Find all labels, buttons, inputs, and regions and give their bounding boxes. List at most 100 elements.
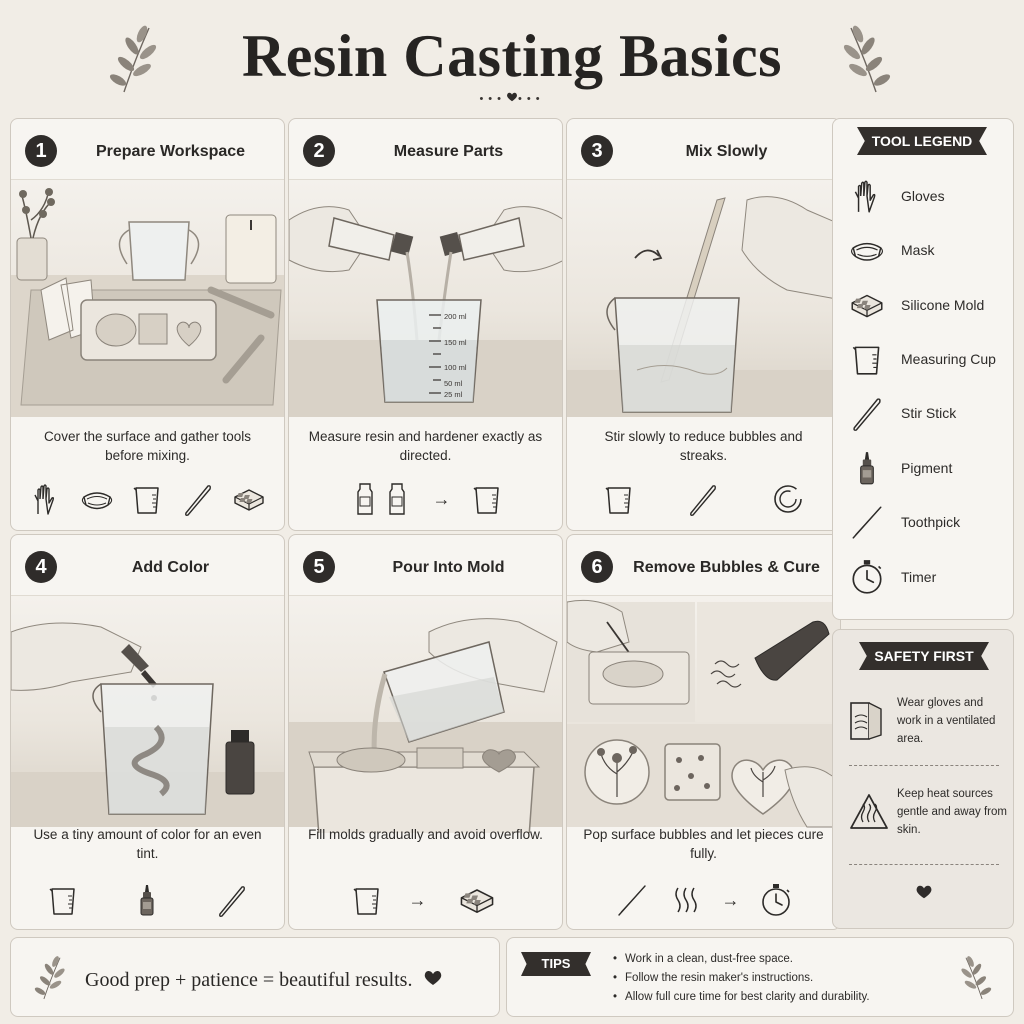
- cup-icon: [601, 481, 637, 517]
- tip-item: Work in a clean, dust-free space.: [613, 950, 870, 969]
- page-title: Resin Casting Basics: [241, 23, 783, 89]
- heart-icon: [423, 968, 443, 988]
- mold-icon: [847, 286, 887, 324]
- legend-item-gloves: Gloves: [847, 176, 1012, 216]
- step-description: Fill molds gradually and avoid overflow.: [308, 827, 543, 842]
- heat-icon: [668, 882, 704, 918]
- step-title: Mix Slowly: [685, 143, 768, 160]
- mold-icon: [451, 880, 503, 920]
- safety-item-ventilation: Wear gloves and work in a ventilated are…: [847, 694, 1007, 748]
- step-tool-icons: [21, 880, 274, 920]
- legend-label: Measuring Cup: [901, 351, 996, 367]
- step-illustration-measure: 200 ml 150 ml 100 ml 50 ml 25 ml: [289, 179, 562, 417]
- hardener-bottle-icon: [379, 481, 415, 517]
- legend-label: Timer: [901, 569, 937, 585]
- title-ornament: ••••••: [479, 93, 545, 105]
- legend-label: Stir Stick: [901, 405, 957, 421]
- step-tool-icons: →: [577, 880, 830, 920]
- stick-icon: [847, 394, 887, 432]
- step-number: 2: [303, 135, 335, 167]
- step-illustration-cure: [567, 595, 840, 828]
- window-icon: [850, 702, 882, 740]
- tip-item: Follow the resin maker's instructions.: [613, 969, 870, 988]
- safety-text: Keep heat sources gentle and away from s…: [897, 788, 1007, 836]
- step-description: Cover the surface and gather tools befor…: [43, 429, 252, 463]
- step-description: Stir slowly to reduce bubbles and streak…: [604, 429, 803, 463]
- step-illustration-pour: [289, 595, 562, 833]
- step-description: Use a tiny amount of color for an even t…: [33, 827, 262, 861]
- tool-legend-panel: TOOL LEGEND Gloves Mask Silicone Mold Me…: [832, 118, 1014, 620]
- legend-label: Pigment: [901, 460, 953, 476]
- timer-icon: [758, 882, 794, 918]
- step-card-3: 3 Mix Slowly Stir slowly to reduce bubbl…: [566, 118, 841, 531]
- mold-icon: [231, 481, 267, 517]
- cup-icon: [469, 481, 505, 517]
- mask-icon: [847, 231, 887, 269]
- step-card-5: 5 Pour Into Mold Fill molds gradually an…: [288, 534, 563, 930]
- tips-panel: TIPS Work in a clean, dust-free space. F…: [506, 937, 1014, 1017]
- step-tool-icons: →: [299, 880, 552, 920]
- resin-bottle-icon: [347, 481, 383, 517]
- sprig-icon: [31, 948, 71, 1006]
- divider: [849, 864, 999, 865]
- step-card-2: 2 Measure Parts 200 ml 150 ml 100 ml 50 …: [288, 118, 563, 531]
- cup-icon: [349, 882, 385, 918]
- step-title: Measure Parts: [393, 143, 504, 160]
- divider: [849, 765, 999, 766]
- step-number: 4: [25, 551, 57, 583]
- step-illustration-workspace: [11, 179, 284, 417]
- step-title: Pour Into Mold: [392, 559, 505, 576]
- timer-icon: [847, 558, 887, 596]
- sprig-icon: [955, 948, 995, 1006]
- step-number: 3: [581, 135, 613, 167]
- legend-label: Gloves: [901, 188, 945, 204]
- step-description: Pop surface bubbles and let pieces cure …: [583, 827, 824, 861]
- tips-list: Work in a clean, dust-free space. Follow…: [613, 950, 870, 1007]
- step-illustration-color: [11, 595, 284, 827]
- safety-panel: SAFETY FIRST Wear gloves and work in a v…: [832, 629, 1014, 929]
- cup-mark: 200 ml: [444, 312, 467, 321]
- cup-icon: [45, 882, 81, 918]
- step-illustration-mix: [567, 179, 840, 417]
- step-title: Add Color: [131, 559, 210, 576]
- step-tool-icons: →: [299, 479, 552, 519]
- step-title: Prepare Workspace: [95, 143, 246, 160]
- legend-item-stir-stick: Stir Stick: [847, 393, 1012, 433]
- cup-mark: 25 ml: [444, 390, 463, 399]
- stick-icon: [214, 882, 250, 918]
- legend-item-mask: Mask: [847, 230, 1012, 270]
- tips-label: TIPS: [521, 952, 591, 976]
- legend-item-measuring-cup: Measuring Cup: [847, 339, 1012, 379]
- stick-icon: [685, 481, 721, 517]
- legend-item-silicone-mold: Silicone Mold: [847, 285, 1012, 325]
- legend-label: Silicone Mold: [901, 297, 985, 313]
- pigment-icon: [847, 449, 887, 487]
- step-card-1: 1 Prepare Workspace Cover the surface an…: [10, 118, 285, 531]
- step-number: 5: [303, 551, 335, 583]
- arrow: →: [721, 889, 740, 910]
- legend-item-pigment: Pigment: [847, 448, 1012, 488]
- gloves-icon: [847, 177, 887, 215]
- arrow: →: [408, 889, 427, 910]
- stick-icon: [180, 481, 216, 517]
- step-tool-icons: [577, 479, 830, 519]
- footer-quote: Good prep + patience = beautiful results…: [85, 968, 443, 992]
- heart-icon: [915, 883, 933, 901]
- legend-label: Toothpick: [901, 514, 961, 530]
- tip-item: Allow full cure time for best clarity an…: [613, 988, 870, 1007]
- mask-icon: [79, 481, 115, 517]
- warning-heat-icon: [850, 794, 888, 829]
- step-title: Remove Bubbles & Cure: [633, 559, 820, 576]
- safety-item-heat: Keep heat sources gentle and away from s…: [847, 785, 1007, 839]
- cup-mark: 50 ml: [444, 379, 463, 388]
- tool-legend-title: TOOL LEGEND: [857, 127, 987, 155]
- pigment-icon: [129, 882, 165, 918]
- step-number: 1: [25, 135, 57, 167]
- footer-quote-panel: Good prep + patience = beautiful results…: [10, 937, 500, 1017]
- gloves-icon: [28, 481, 64, 517]
- step-card-6: 6 Remove Bubbles & Cure Pop surface bubb…: [566, 534, 841, 930]
- toothpick-icon: [614, 882, 650, 918]
- step-tool-icons: [21, 479, 274, 519]
- quote-text: Good prep + patience = beautiful results…: [85, 969, 413, 991]
- cup-scale: 200 ml 150 ml 100 ml 50 ml 25 ml: [429, 312, 467, 399]
